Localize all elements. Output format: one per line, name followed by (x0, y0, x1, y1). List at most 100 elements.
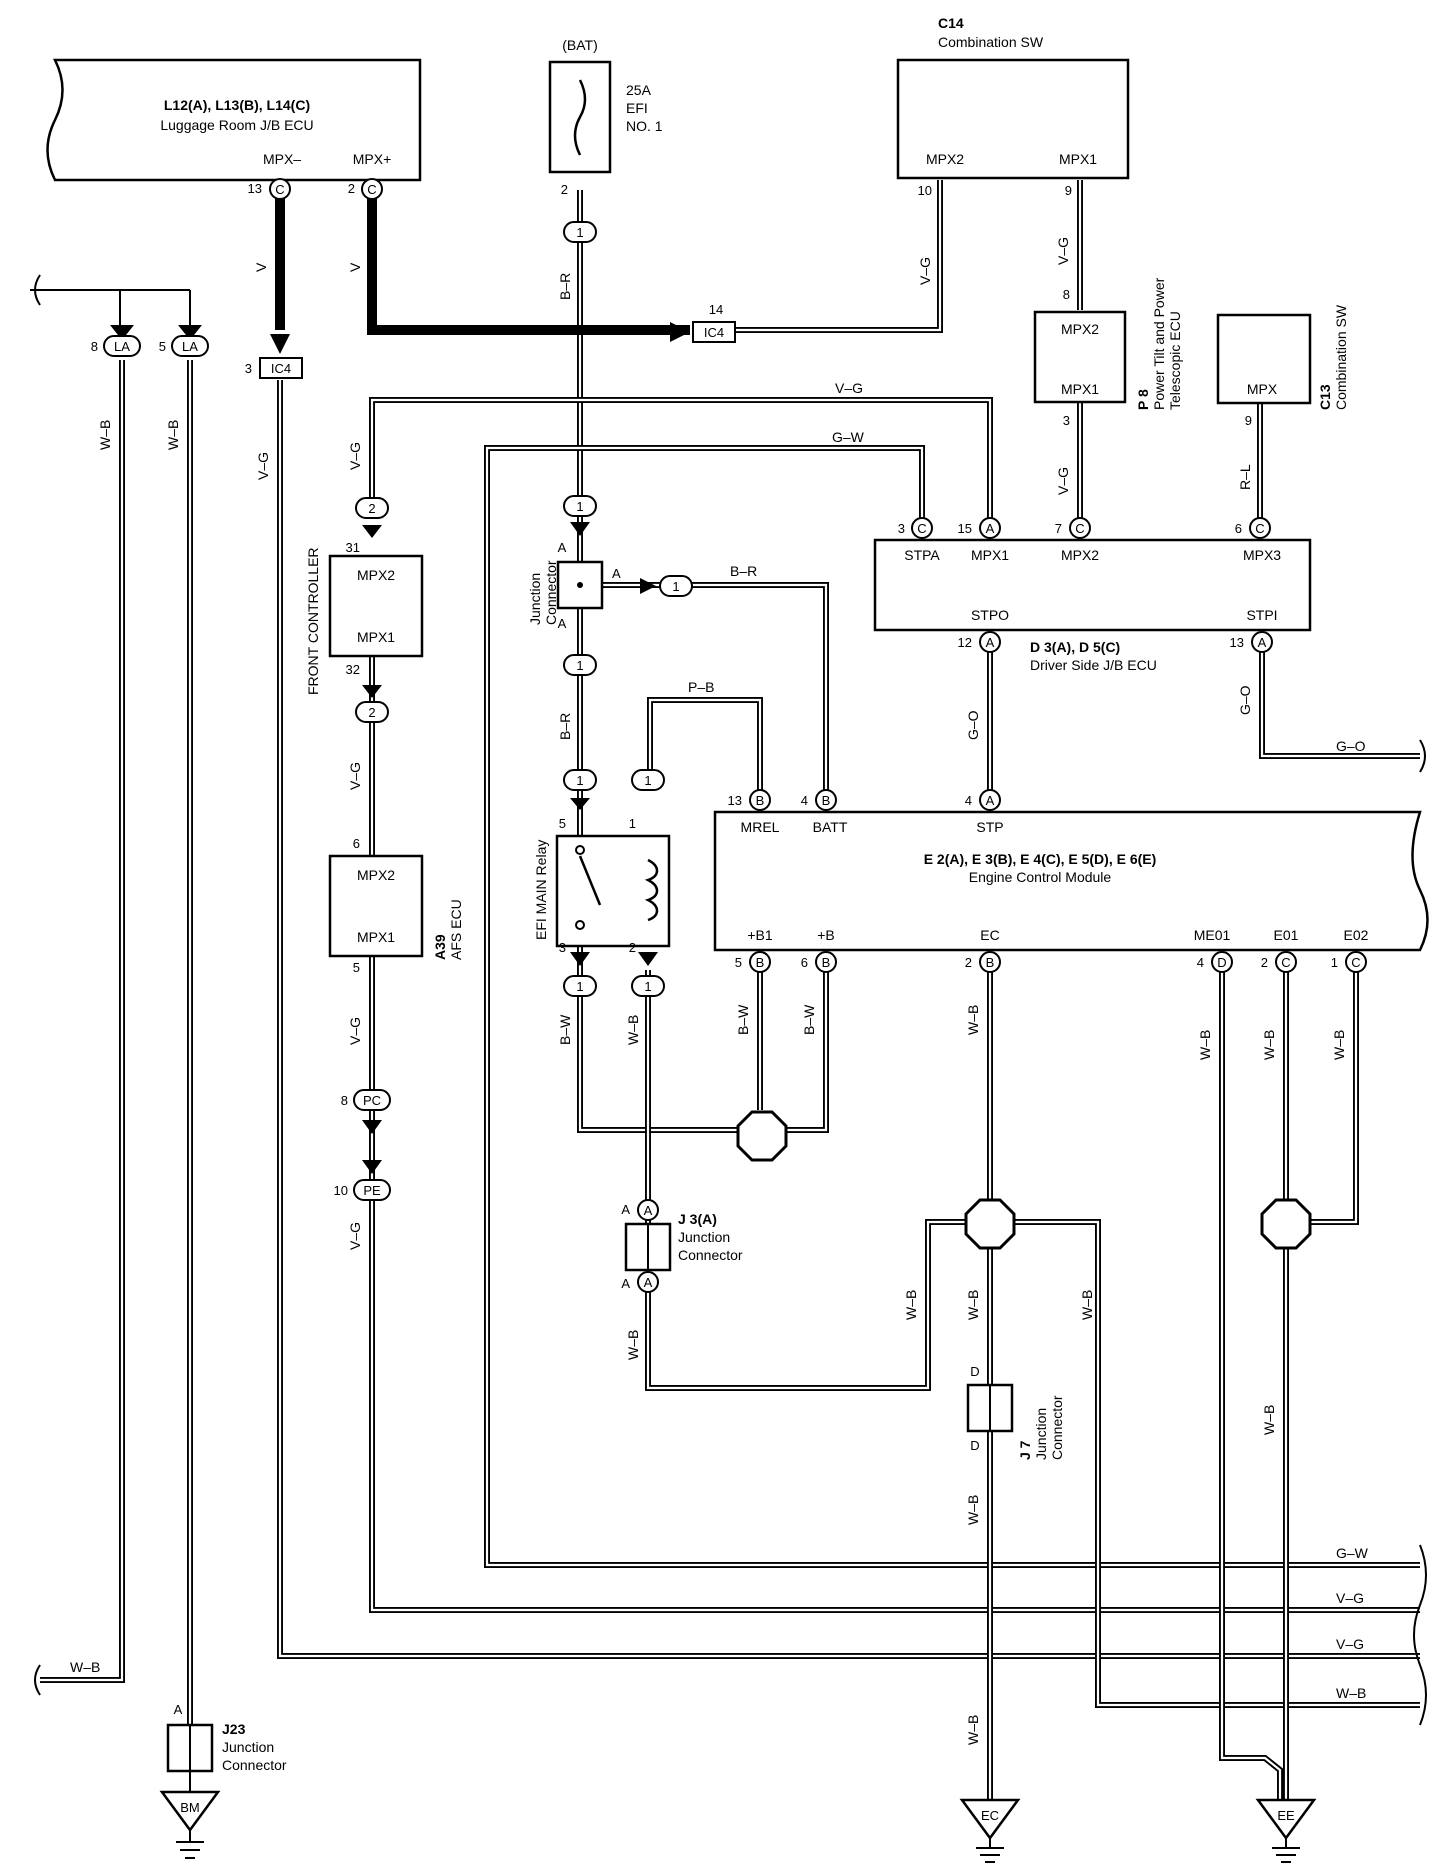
ecm-pin4c: 4 (1197, 955, 1204, 970)
conn1-h: 1 (672, 579, 679, 594)
svg-text:B: B (756, 955, 765, 970)
luggage-ecu-name: L12(A), L13(B), L14(C) (164, 97, 310, 113)
wire-wb-j3: W–B (625, 1330, 641, 1360)
d3-pin13: 13 (1230, 635, 1244, 650)
edge-label-vg2: V–G (1336, 1636, 1364, 1652)
wire-vg-ic4: V–G (255, 452, 271, 480)
d3-pin12: 12 (958, 635, 972, 650)
d3-driver-side-jb-ecu: C A C C A A 3 15 7 6 STPA MPX1 MPX2 MPX3… (873, 517, 1312, 673)
luggage-conn-c2: C (367, 182, 376, 197)
relay-pin3: 3 (559, 940, 566, 955)
front-controller: FRONT CONTROLLER 2 31 MPX2 MPX1 32 2 (305, 497, 424, 723)
bat-fuse: (BAT) 25A EFI NO. 1 2 (548, 37, 663, 197)
j23-desc1: Junction (222, 1739, 274, 1755)
grounds: BM EC EE (159, 1790, 1317, 1863)
c13-mpx: MPX (1247, 381, 1278, 397)
d3-pin6: 6 (1235, 521, 1242, 536)
ecm-pin5: 5 (735, 955, 742, 970)
a39-code: A39 (432, 934, 448, 960)
jc-a-right: A (612, 566, 621, 581)
fc-conn2-top: 2 (368, 501, 375, 516)
pe-pin10: 10 (334, 1183, 348, 1198)
wire-wb-la2: W–B (165, 420, 181, 450)
wire-vg-fc: V–G (347, 442, 363, 470)
c14-combination-switch: C14 Combination SW MPX2 MPX1 10 9 (896, 15, 1130, 198)
ecm-pin6: 6 (801, 955, 808, 970)
conn1-a: 1 (576, 225, 583, 240)
j23-junction-connector: A J23 Junction Connector (166, 1702, 287, 1792)
svg-text:B: B (822, 955, 831, 970)
wire-pb: P–B (688, 679, 714, 695)
d3-conn-a1: A (986, 521, 995, 536)
wire-wb-relay: W–B (625, 1015, 641, 1045)
d3-stpo: STPO (971, 607, 1009, 623)
fc-pin32: 32 (346, 662, 360, 677)
p8-pin3: 3 (1063, 413, 1070, 428)
svg-text:C: C (1351, 955, 1360, 970)
c14-pin9: 9 (1065, 183, 1072, 198)
p8-mpx1: MPX1 (1061, 381, 1099, 397)
fc-mpx2: MPX2 (357, 567, 395, 583)
wire-go-2: G–O (1237, 685, 1253, 715)
ecm-pin4a: 4 (801, 793, 808, 808)
fc-pin31: 31 (346, 540, 360, 555)
c13-desc: Combination SW (1333, 304, 1349, 410)
j7-d-bot: D (970, 1438, 979, 1453)
ecm-pin1: 1 (1331, 955, 1338, 970)
fuse-name1: EFI (626, 100, 648, 116)
engine-control-module: B B A B B B D C C 13 4 4 MREL BATT STP E… (713, 789, 1429, 973)
wire-wb-j7b: W–B (965, 1495, 981, 1525)
d3-pin3: 3 (898, 521, 905, 536)
ecm-stp: STP (976, 819, 1003, 835)
jc-name2: Connector (543, 560, 559, 625)
ground-ec-label: EC (981, 1808, 999, 1823)
edge-label-vg1: V–G (1336, 1590, 1364, 1606)
p8-power-tilt-ecu: 8 MPX2 MPX1 3 P 8 Power Tilt and Power T… (1033, 277, 1183, 428)
wire-wb-me01: W–B (1197, 1030, 1213, 1060)
la-pin8: 8 (91, 339, 98, 354)
c13-combination-switch: MPX 9 C13 Combination SW (1216, 304, 1349, 428)
j23-a: A (174, 1702, 183, 1717)
svg-text:A: A (644, 1203, 653, 1218)
wire-vg-a39a: V–G (347, 762, 363, 790)
j7-desc2: Connector (1049, 1395, 1065, 1460)
fuse-name2: NO. 1 (626, 118, 663, 134)
a39-pin5: 5 (353, 960, 360, 975)
d3-pin15: 15 (958, 521, 972, 536)
fuse-pin2: 2 (561, 182, 568, 197)
relay-pin2: 2 (629, 940, 636, 955)
wire-wb-la1: W–B (97, 420, 113, 450)
ecm-mrel: MREL (741, 819, 780, 835)
wire-vg-a39b: V–G (347, 1017, 363, 1045)
la-connectors: LA 8 LA 5 (91, 325, 209, 357)
jc-a-top: A (558, 540, 567, 555)
p8-desc2: Telescopic ECU (1167, 311, 1183, 410)
ecm-name: E 2(A), E 3(B), E 4(C), E 5(D), E 6(E) (924, 851, 1157, 867)
wire-wb-e01: W–B (1261, 1030, 1277, 1060)
fc-conn2-bot: 2 (368, 705, 375, 720)
p8-mpx2: MPX2 (1061, 321, 1099, 337)
front-controller-name: FRONT CONTROLLER (305, 547, 321, 695)
conn1-g: 1 (644, 979, 651, 994)
svg-text:B: B (822, 793, 831, 808)
inline-connectors-one: 1 1 1 1 1 1 1 1 (563, 221, 693, 997)
svg-text:A: A (986, 793, 995, 808)
ground-ee-label: EE (1277, 1808, 1295, 1823)
ground-bm: BM (159, 1790, 221, 1859)
conn1-b: 1 (576, 499, 583, 514)
d3-conn-a3: A (1258, 635, 1267, 650)
j3-a-top: A (621, 1202, 630, 1217)
luggage-room-ecu: L12(A), L13(B), L14(C) Luggage Room J/B … (46, 58, 422, 200)
wire-bw-1: B–W (557, 1014, 573, 1045)
bat-label: (BAT) (562, 37, 598, 53)
right-edge-breaks (34, 274, 1427, 1726)
d3-desc: Driver Side J/B ECU (1030, 657, 1157, 673)
d3-pin7: 7 (1055, 521, 1062, 536)
ecm-b1: +B1 (747, 927, 773, 943)
ecm-pin4b: 4 (965, 793, 972, 808)
luggage-pin13: 13 (248, 181, 262, 196)
a39-pin6: 6 (353, 836, 360, 851)
conn1-f: 1 (576, 979, 583, 994)
wires (30, 180, 1420, 1800)
